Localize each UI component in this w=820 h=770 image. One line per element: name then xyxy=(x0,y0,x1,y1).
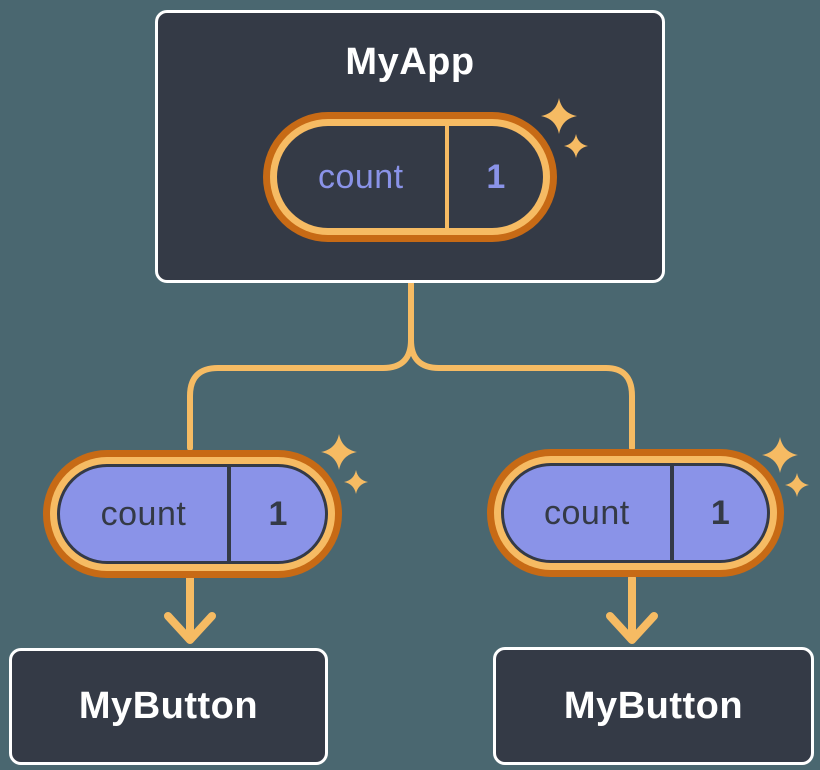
state-pill-root: count 1 xyxy=(263,112,557,242)
state-pill-left-ring: count 1 xyxy=(50,457,335,571)
sparkles-icon xyxy=(762,437,809,497)
connector-branch-left xyxy=(187,281,414,451)
state-pill-left-core: count 1 xyxy=(57,464,328,564)
arrow-left xyxy=(164,574,216,644)
node-mybutton-right: MyButton xyxy=(493,647,814,765)
state-pill-root-ring: count 1 xyxy=(270,119,550,235)
state-name-label: count xyxy=(317,157,404,196)
state-pill-left: count 1 xyxy=(43,450,342,578)
connector-branch-right xyxy=(408,281,635,451)
state-value-label: 1 xyxy=(268,494,288,533)
node-mybutton-left: MyButton xyxy=(9,648,328,765)
sparkles-icon xyxy=(321,434,368,494)
node-mybutton-left-title: MyButton xyxy=(78,685,259,727)
state-value-label: 1 xyxy=(710,493,730,532)
state-name-label: count xyxy=(544,493,630,532)
pill-divider xyxy=(444,126,449,228)
node-myapp-title: MyApp xyxy=(345,41,475,83)
state-pill-right-ring: count 1 xyxy=(494,456,777,570)
node-mybutton-right-title: MyButton xyxy=(563,684,744,727)
state-pill-right-core: count 1 xyxy=(501,463,770,563)
state-pill-right: count 1 xyxy=(487,449,784,577)
state-pill-root-core: count 1 xyxy=(277,126,543,228)
pill-divider xyxy=(669,466,674,560)
arrow-right xyxy=(606,574,658,644)
pill-divider xyxy=(226,467,231,561)
sparkles-icon xyxy=(541,98,588,158)
state-value-label: 1 xyxy=(486,157,506,196)
state-name-label: count xyxy=(100,494,187,533)
